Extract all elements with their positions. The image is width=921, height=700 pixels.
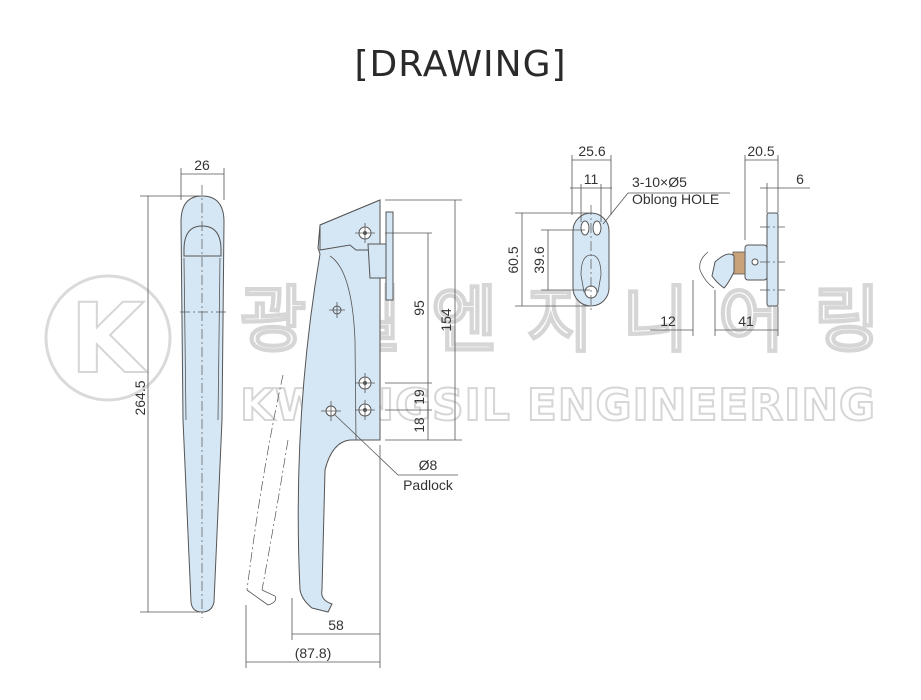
- padlock-label: Padlock: [403, 477, 454, 493]
- dim-plate-thickness: 6: [796, 171, 804, 187]
- hole-label: Oblong HOLE: [632, 191, 719, 207]
- dim-18: 18: [411, 417, 427, 433]
- mounting-holes: [321, 223, 375, 421]
- padlock-diameter: Ø8: [419, 457, 438, 473]
- dim-hole-spacing: 11: [584, 171, 599, 187]
- keeper-side-view: 20.5 6 12 41: [650, 143, 810, 336]
- dim-87-8: (87.8): [295, 645, 332, 661]
- dim-keeper-height: 60.5: [505, 246, 521, 273]
- dim-19: 19: [411, 389, 427, 405]
- watermark-logo: K: [70, 283, 148, 395]
- dim-keeper-width: 25.6: [578, 143, 605, 159]
- dim-front-width: 26: [194, 157, 210, 173]
- dim-58: 58: [328, 617, 344, 633]
- dim-95: 95: [411, 300, 427, 316]
- hole-spec: 3-10×Ø5: [632, 174, 687, 190]
- handle-side-view: 95 154 19 18 Ø8 Padlock 58 (87.8): [245, 199, 462, 668]
- dim-front-height: 264.5: [132, 380, 148, 415]
- handle-front-view: 26 264.5: [132, 157, 226, 618]
- keeper-front-view: 25.6 11 60.5 39.6 3-10×Ø5 Oblong HOLE: [505, 143, 730, 312]
- page-title: [DRAWING]: [354, 44, 567, 85]
- watermark: K 광일엔지니어링 KWANGSIL ENGINEERING: [44, 274, 881, 432]
- dim-41: 41: [738, 313, 754, 329]
- dim-154: 154: [438, 308, 454, 332]
- dim-keeper-depth: 20.5: [747, 143, 774, 159]
- dim-hole-pitch: 39.6: [531, 246, 547, 273]
- dim-12: 12: [660, 313, 676, 329]
